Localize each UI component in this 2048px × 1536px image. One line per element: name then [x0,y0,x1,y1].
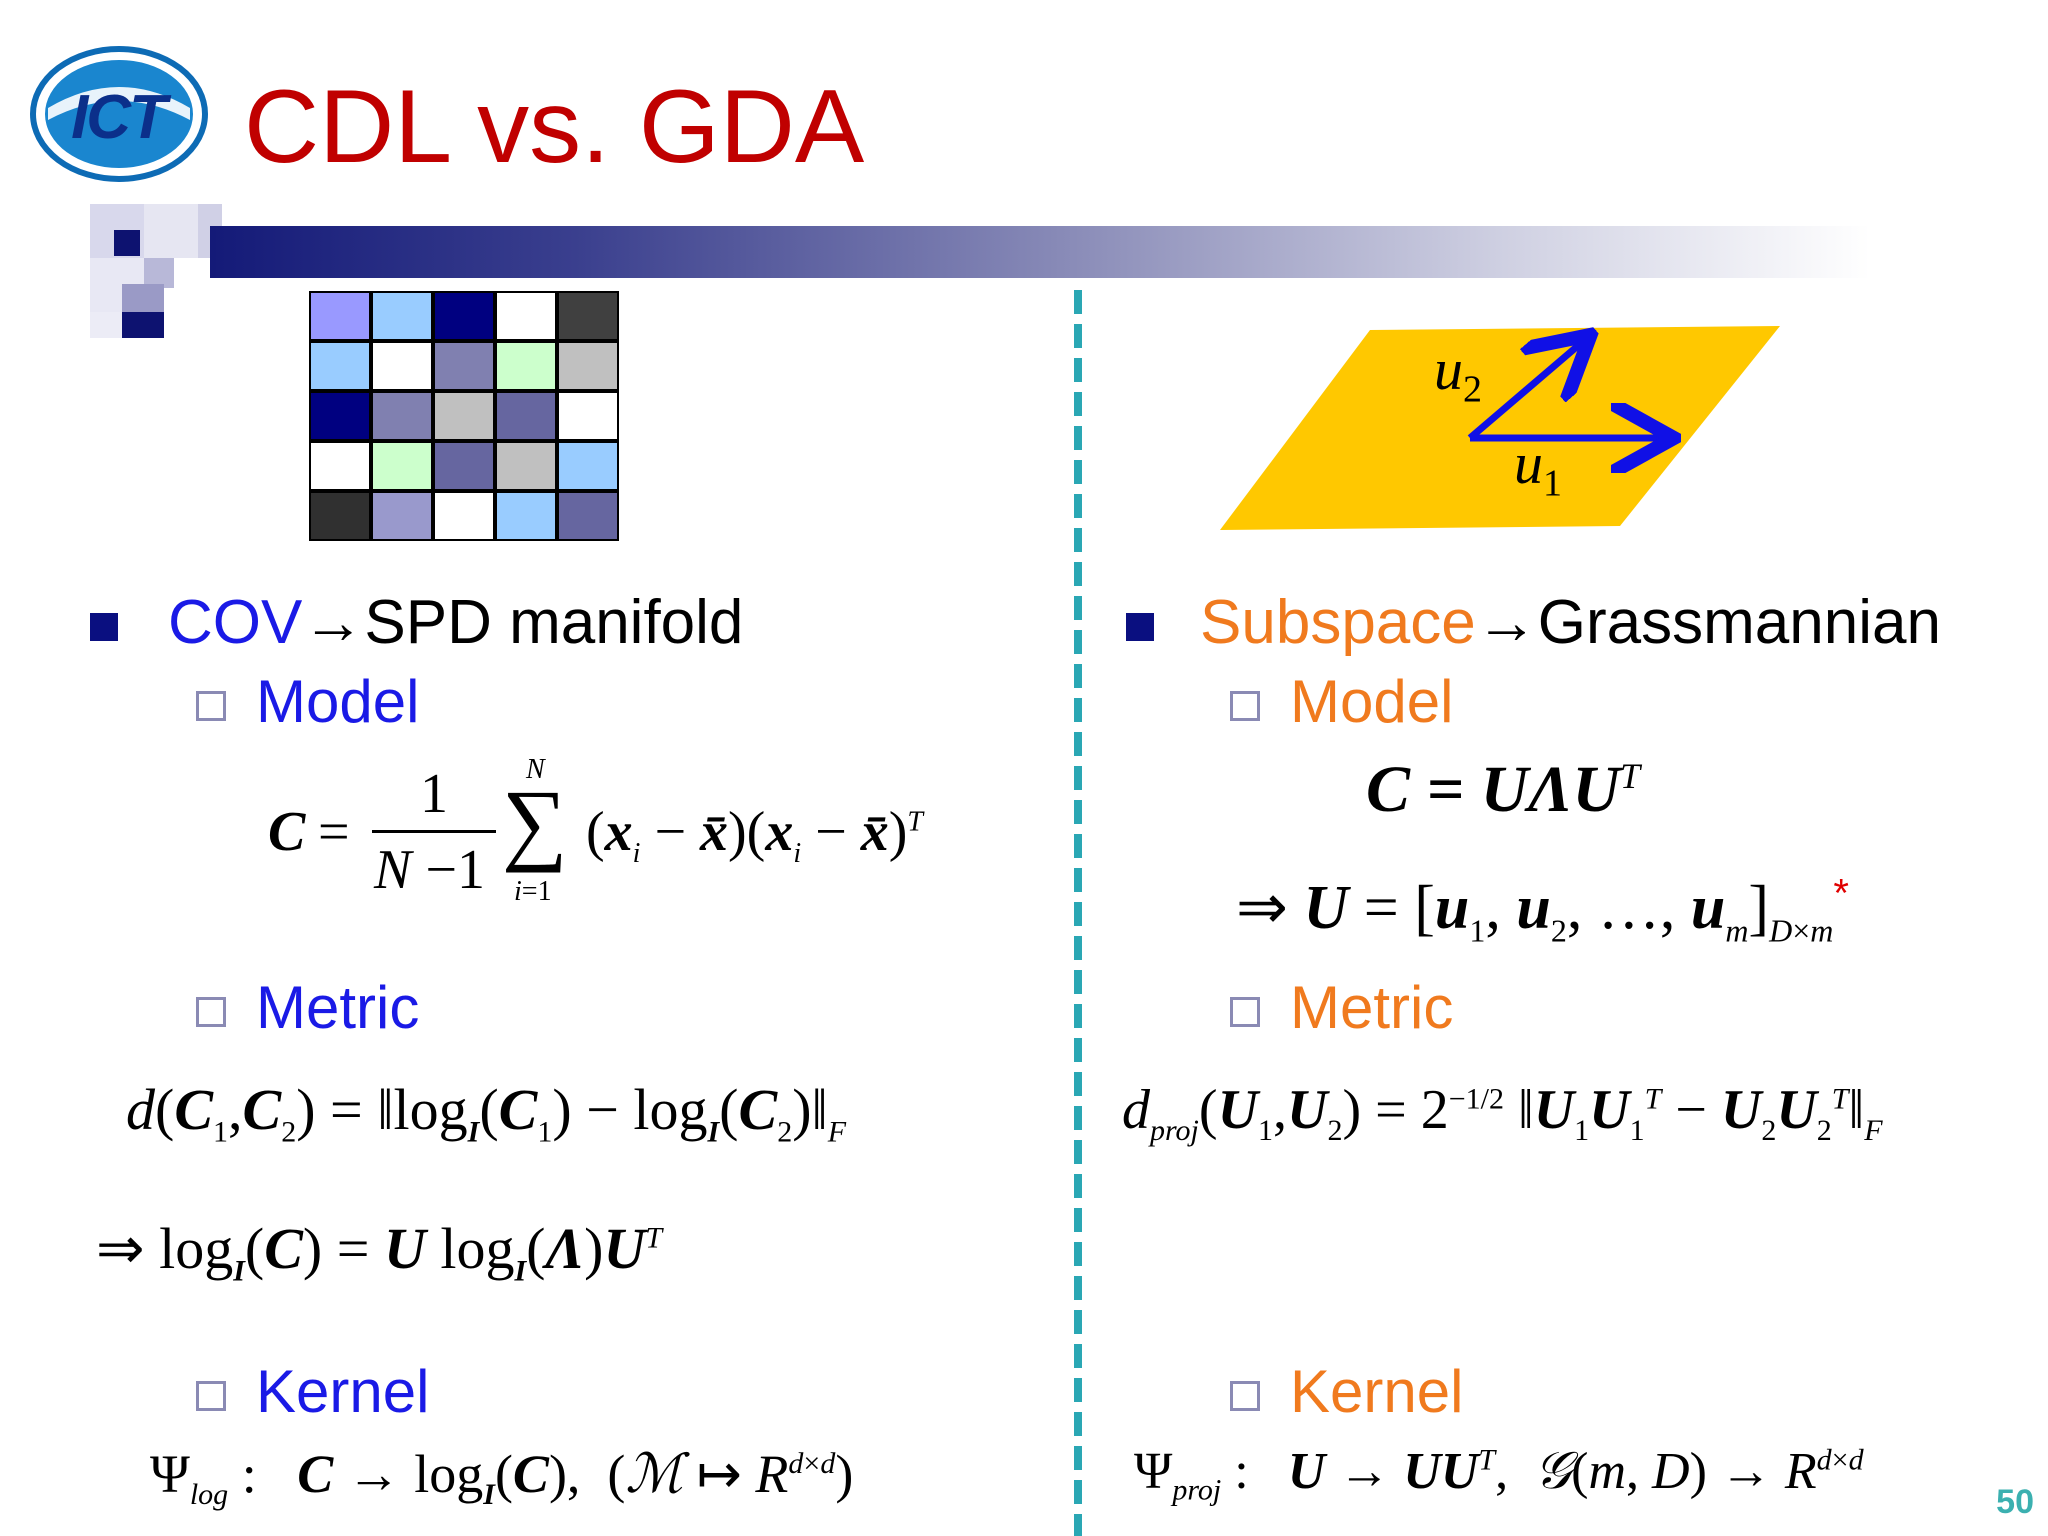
matrix-cell [371,441,433,491]
matrix-cell [309,441,371,491]
header-decoration [86,200,226,340]
page-number: 50 [1996,1483,2034,1521]
matrix-cell [371,291,433,341]
matrix-cell [433,441,495,491]
matrix-cell [495,441,557,491]
left-bullet-arrow: → [302,588,365,657]
right-bullet-arrow: → [1475,588,1538,657]
matrix-cell [495,391,557,441]
bullet-square-icon [90,612,118,641]
matrix-cell [557,391,619,441]
left-model-formula: C = 1 N −1 N ∑ i=1 (xi − x̄)(xi − x̄)T [268,754,923,907]
left-bullet-rest: SPD manifold [364,588,744,657]
hollow-square-icon [1230,1381,1260,1412]
right-kernel-formula: Ψproj : U → UUT, 𝒢(m, D) → Rd×d [1134,1443,1864,1507]
left-model-row: Model [196,672,419,732]
matrix-cell [309,291,371,341]
matrix-cell [309,391,371,441]
matrix-cell [557,491,619,541]
matrix-cell [309,341,371,391]
subspace-plane [1220,326,1780,530]
matrix-cell [371,391,433,441]
right-bullet-highlight: Subspace [1200,588,1476,657]
vector-u2-arrow [1467,344,1580,441]
matrix-cell [309,491,371,541]
covariance-matrix-grid [309,291,619,541]
hollow-square-icon [196,691,226,722]
left-metric-label: Metric [256,974,420,1041]
right-metric-label: Metric [1290,974,1454,1041]
right-bullet: Subspace→Grassmannian [1126,592,1941,654]
matrix-cell [557,341,619,391]
ict-logo: ICT [30,46,208,182]
column-divider [1074,290,1082,1536]
hollow-square-icon [1230,997,1260,1028]
left-bullet: COV→SPD manifold [90,592,743,654]
right-metric-row: Metric [1230,978,1453,1038]
matrix-cell [371,491,433,541]
vector-u1-label: u1 [1514,431,1562,505]
right-kernel-row: Kernel [1230,1362,1463,1422]
matrix-cell [433,341,495,391]
matrix-cell [433,291,495,341]
left-kernel-label: Kernel [256,1358,430,1425]
matrix-cell [495,341,557,391]
hollow-square-icon [1230,691,1260,722]
right-basis-formula: ⇒ U = [u1, u2, …, um]D×m* [1236,871,1849,949]
bullet-square-icon [1126,612,1154,641]
left-bullet-highlight: COV [168,588,303,657]
matrix-cell [433,391,495,441]
matrix-cell [495,291,557,341]
hollow-square-icon [196,997,226,1028]
matrix-cell [433,491,495,541]
title-underline-bar [210,226,1870,278]
right-model-label: Model [1290,668,1454,735]
left-kernel-formula: Ψlog : C → logI(C), (ℳ ↦ Rd×d) [150,1444,854,1511]
right-metric-formula: dproj(U1,U2) = 2−1/2 ‖U1U1T − U2U2T‖F [1122,1079,1883,1148]
matrix-cell [495,491,557,541]
slide-title: CDL vs. GDA [244,69,865,185]
left-metric-formula: d(C1,C2) = ‖logI(C1) − logI(C2)‖F [126,1077,847,1149]
right-kernel-label: Kernel [1290,1358,1464,1425]
left-metric-row: Metric [196,978,419,1038]
hollow-square-icon [196,1381,226,1412]
logo-text: ICT [71,83,167,152]
left-log-formula: ⇒ logI(C) = U logI(Λ)UT [96,1216,663,1288]
vector-u2-label: u2 [1434,337,1482,411]
matrix-cell [371,341,433,391]
right-bullet-rest: Grassmannian [1537,588,1941,657]
matrix-cell [557,291,619,341]
grassmann-plane-illustration [1220,320,1780,530]
left-model-label: Model [256,668,420,735]
left-kernel-row: Kernel [196,1362,429,1422]
matrix-cell [557,441,619,491]
right-model-row: Model [1230,672,1453,732]
right-model-formula: C = UΛUT [1366,753,1641,826]
